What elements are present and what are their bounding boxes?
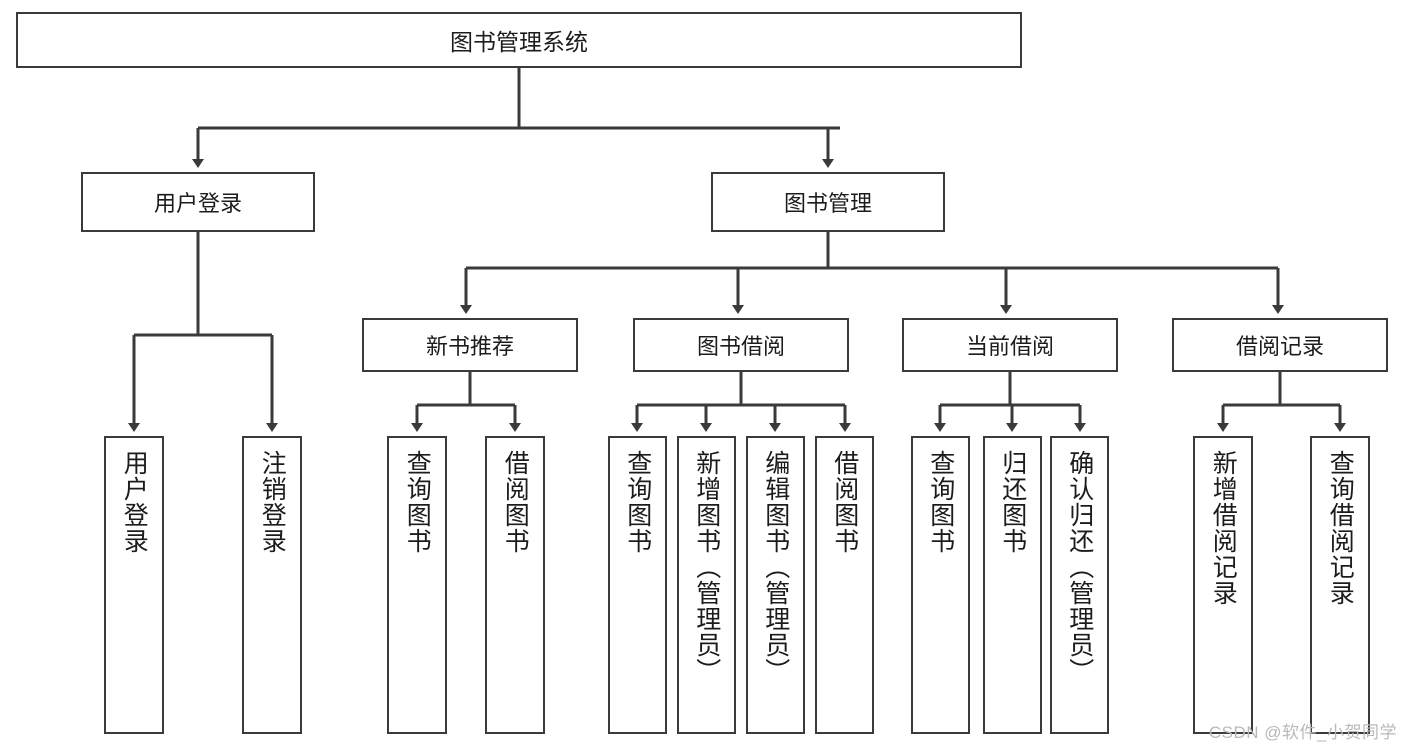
node-leaf-add-record[interactable]: 新增借阅记录 bbox=[1193, 436, 1253, 734]
node-root[interactable]: 图书管理系统 bbox=[16, 12, 1022, 68]
watermark-text: CSDN @软件_小贺同学 bbox=[1208, 723, 1397, 742]
node-leaf-query-record-label: 查询借阅记录 bbox=[1326, 450, 1355, 606]
node-leaf-query-book-1[interactable]: 查询图书 bbox=[387, 436, 447, 734]
node-book-borrow[interactable]: 图书借阅 bbox=[633, 318, 849, 372]
node-leaf-return-book[interactable]: 归还图书 bbox=[983, 436, 1042, 734]
node-leaf-logout-label: 注销登录 bbox=[258, 450, 287, 554]
node-new-book-rec-label: 新书推荐 bbox=[425, 334, 514, 359]
node-user-login-label: 用户登录 bbox=[153, 191, 242, 216]
node-leaf-user-login[interactable]: 用户登录 bbox=[104, 436, 164, 734]
node-book-borrow-label: 图书借阅 bbox=[696, 334, 785, 359]
node-leaf-confirm-return[interactable]: 确认归还（管理员） bbox=[1050, 436, 1109, 734]
node-leaf-add-book-label: 新增图书（管理员） bbox=[692, 450, 721, 684]
node-leaf-edit-book-label: 编辑图书（管理员） bbox=[761, 450, 790, 684]
node-new-book-rec[interactable]: 新书推荐 bbox=[362, 318, 578, 372]
node-leaf-borrow-book-1[interactable]: 借阅图书 bbox=[485, 436, 545, 734]
node-leaf-return-book-label: 归还图书 bbox=[998, 450, 1027, 554]
node-leaf-borrow-book-1-label: 借阅图书 bbox=[501, 450, 530, 554]
node-leaf-query-book-1-label: 查询图书 bbox=[403, 450, 432, 554]
node-book-manage[interactable]: 图书管理 bbox=[711, 172, 945, 232]
node-leaf-edit-book[interactable]: 编辑图书（管理员） bbox=[746, 436, 805, 734]
node-leaf-user-login-label: 用户登录 bbox=[120, 450, 149, 554]
node-leaf-add-book[interactable]: 新增图书（管理员） bbox=[677, 436, 736, 734]
node-book-manage-label: 图书管理 bbox=[783, 191, 872, 216]
node-leaf-query-book-2-label: 查询图书 bbox=[623, 450, 652, 554]
node-leaf-confirm-return-label: 确认归还（管理员） bbox=[1065, 450, 1094, 684]
node-leaf-query-book-2[interactable]: 查询图书 bbox=[608, 436, 667, 734]
node-leaf-logout[interactable]: 注销登录 bbox=[242, 436, 302, 734]
node-current-borrow-label: 当前借阅 bbox=[965, 334, 1054, 359]
node-root-label: 图书管理系统 bbox=[450, 29, 588, 55]
node-leaf-borrow-book-2-label: 借阅图书 bbox=[830, 450, 859, 554]
node-leaf-borrow-book-2[interactable]: 借阅图书 bbox=[815, 436, 874, 734]
node-leaf-query-record[interactable]: 查询借阅记录 bbox=[1310, 436, 1370, 734]
node-borrow-record-label: 借阅记录 bbox=[1235, 334, 1324, 359]
node-leaf-query-book-3[interactable]: 查询图书 bbox=[911, 436, 970, 734]
node-current-borrow[interactable]: 当前借阅 bbox=[902, 318, 1118, 372]
node-leaf-query-book-3-label: 查询图书 bbox=[926, 450, 955, 554]
node-leaf-add-record-label: 新增借阅记录 bbox=[1209, 450, 1238, 606]
node-user-login[interactable]: 用户登录 bbox=[81, 172, 315, 232]
node-borrow-record[interactable]: 借阅记录 bbox=[1172, 318, 1388, 372]
